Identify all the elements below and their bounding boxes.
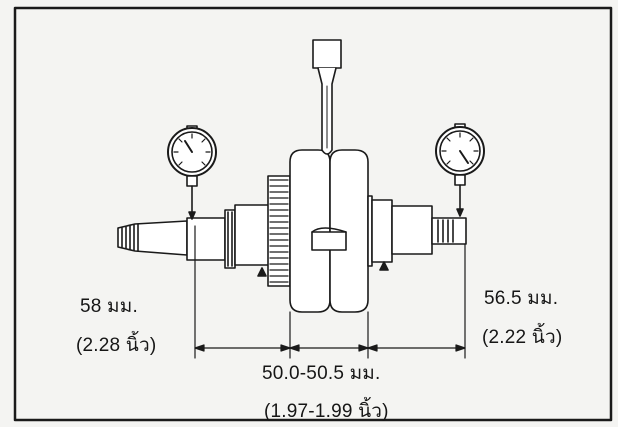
left-dial-gauge-icon	[167, 125, 217, 220]
figure-frame	[13, 6, 613, 422]
center-dimension-mm: 50.0-50.5 มม.	[262, 363, 381, 384]
crank-webs-icon	[289, 149, 369, 313]
right-support-marker	[379, 261, 389, 271]
connecting-rod-icon	[312, 39, 342, 155]
right-shaft-icon	[367, 195, 467, 267]
right-dimension-mm: 56.5 มม.	[484, 288, 559, 309]
left-dimension-mm: 58 มม.	[80, 296, 138, 317]
right-dimension-in: (2.22 นิ้ว)	[482, 327, 563, 348]
timing-gear-icon	[267, 175, 291, 287]
left-support-marker	[257, 267, 267, 277]
left-dimension-in: (2.28 นิ้ว)	[76, 335, 157, 356]
left-shaft-icon	[117, 204, 271, 269]
right-dial-gauge-icon	[435, 123, 485, 217]
dimension-lines	[194, 225, 466, 359]
center-dimension-in: (1.97-1.99 นิ้ว)	[264, 401, 389, 422]
